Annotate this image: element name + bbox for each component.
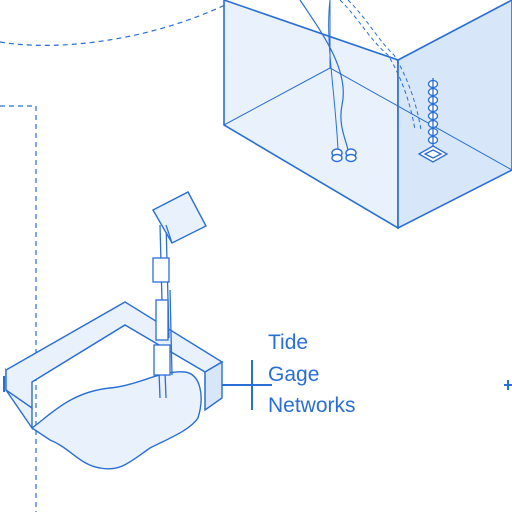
mooring-cable-2 <box>328 0 339 151</box>
label-line-2: Gage <box>268 363 319 386</box>
label-line-3: Networks <box>268 394 356 417</box>
solar-panel-icon <box>152 191 207 244</box>
stilling-well <box>153 344 171 376</box>
tide-gage-station <box>5 191 224 470</box>
box-right-face <box>397 0 512 230</box>
dashed-boundaries <box>0 4 226 512</box>
sensor-string-icon <box>417 78 449 163</box>
gage-mast <box>152 221 173 399</box>
water-surface <box>30 371 202 470</box>
basin-rim <box>31 324 206 383</box>
box-left-face <box>223 0 399 230</box>
chain-cable-2 <box>347 0 422 131</box>
dashed-arc-top <box>0 4 226 46</box>
label-line-1: Tide <box>268 331 308 354</box>
water-column-box <box>223 0 512 230</box>
mooring-cable <box>299 0 349 151</box>
chain-cable <box>339 0 416 131</box>
data-logger-box <box>152 257 170 283</box>
sensor-node-icon <box>331 148 357 163</box>
connector <box>222 360 512 410</box>
sensor-housing <box>155 299 169 341</box>
tide-gage-label: Tide Gage Networks <box>268 331 356 417</box>
